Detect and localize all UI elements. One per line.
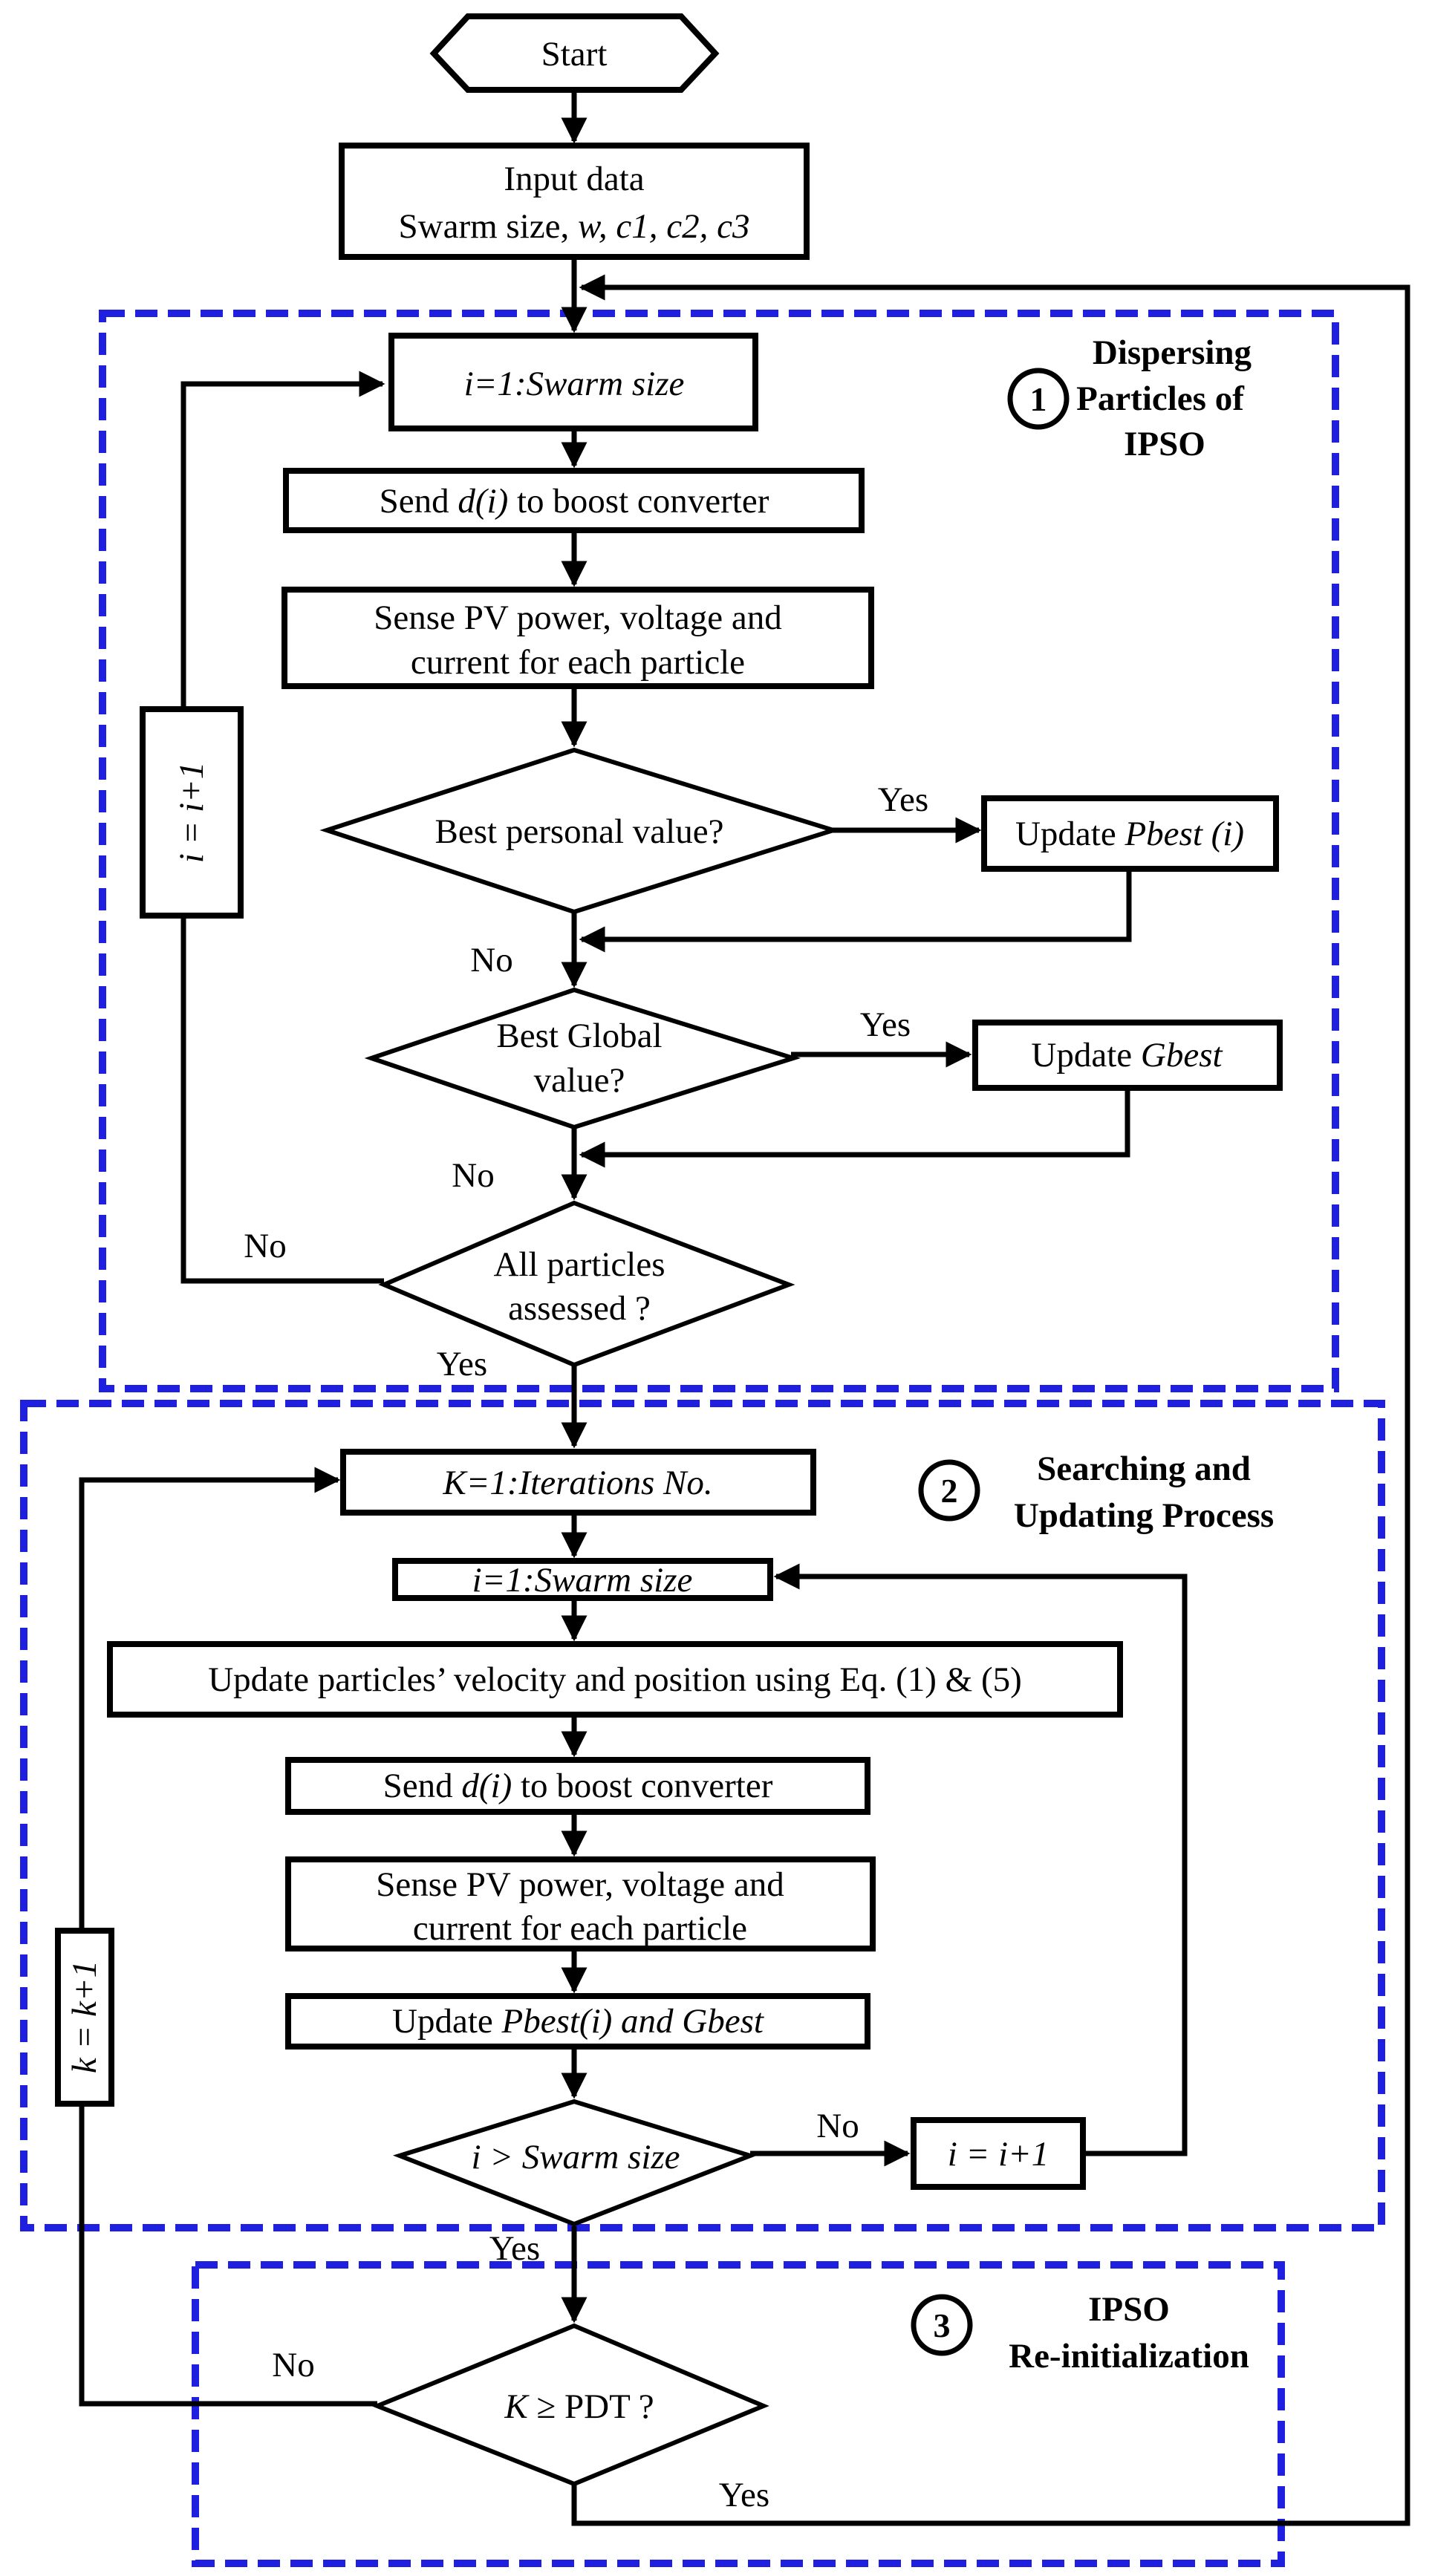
sense2-line2: current for each particle: [413, 1909, 747, 1948]
loop2-init-box: i=1:Swarm size: [392, 1558, 773, 1601]
loop1-init-box: i=1:Swarm size: [388, 333, 758, 431]
label-swarm-no: No: [816, 2107, 859, 2145]
increment-i-box: i = i+1: [140, 706, 244, 919]
decision-pdt-label: K ≥ PDT ?: [504, 2387, 654, 2426]
start-terminal: Start: [429, 13, 720, 93]
increment-k-label: k = k+1: [65, 1960, 104, 2073]
update-pbest-label: Update Pbest (i): [1015, 815, 1244, 853]
region-3-title-line1: IPSO: [1088, 2290, 1170, 2329]
sense1-line2: current for each particle: [411, 643, 745, 682]
decision-personal: Best personal value?: [319, 747, 842, 915]
increment-i2-label: i = i+1: [948, 2135, 1049, 2174]
edge-all-no: [180, 917, 384, 1284]
region-1-number-circle: [1007, 368, 1070, 430]
label-personal-yes: Yes: [878, 780, 928, 819]
update-gbest-label: Update Gbest: [1031, 1036, 1223, 1075]
region-3-number-circle: [911, 2294, 973, 2356]
update-pbest-box: Update Pbest (i): [981, 795, 1279, 872]
start-label: Start: [541, 35, 608, 74]
sense2-line1: Sense PV power, voltage and: [376, 1865, 784, 1904]
input-data-line2: Swarm size, w, c1, c2, c3: [399, 207, 750, 246]
update-velocity-box: Update particles’ velocity and position …: [107, 1641, 1123, 1718]
region-2-number-circle: [918, 1459, 980, 1522]
sense2-box: Sense PV power, voltage and current for …: [285, 1856, 876, 1951]
region-3-border: [192, 2261, 1285, 2567]
update-gbest-box: Update Gbest: [972, 1020, 1283, 1091]
sense1-line1: Sense PV power, voltage and: [374, 599, 781, 637]
region-2-title-line2: Updating Process: [1014, 1496, 1274, 1535]
update-velocity-label: Update particles’ velocity and position …: [208, 1660, 1022, 1699]
decision-pdt: K ≥ PDT ?: [371, 2323, 769, 2487]
decision-all-line1: All particles: [493, 1245, 665, 1284]
send1-label: Send d(i) to boost converter: [380, 482, 769, 521]
label-pdt-yes: Yes: [719, 2476, 769, 2514]
edge-increment2-loop2: [773, 1563, 1188, 2156]
update-both-box: Update Pbest(i) and Gbest: [285, 1993, 870, 2050]
region-1-title-line2: Particles of: [1076, 379, 1245, 418]
region-1-number: 1: [1030, 380, 1047, 418]
region-3-title: 3 IPSO Re-initialization: [911, 2290, 1249, 2376]
send1-box: Send d(i) to boost converter: [283, 468, 865, 533]
region-3-number: 3: [934, 2306, 951, 2344]
decision-global-line2: value?: [534, 1061, 625, 1100]
label-all-no: No: [244, 1227, 286, 1265]
region-1-title: 1 Dispersing Particles of IPSO: [1007, 333, 1252, 463]
edge-pbest-return: [579, 869, 1132, 953]
region-2-title-line1: Searching and: [1037, 1450, 1251, 1488]
loop2-init-label: i=1:Swarm size: [472, 1561, 693, 1600]
decision-global: Best Global value?: [364, 987, 801, 1130]
region-3-title-line2: Re-initialization: [1009, 2337, 1249, 2376]
region-1-title-line3: IPSO: [1124, 425, 1205, 463]
decision-all: All particles assessed ?: [378, 1200, 795, 1368]
region-1-border: [99, 310, 1339, 1392]
label-swarm-yes: Yes: [489, 2229, 540, 2268]
edge-pdt-no: [79, 2106, 377, 2407]
edge-gbest-return: [579, 1088, 1130, 1168]
region-1-title-line1: Dispersing: [1093, 333, 1252, 372]
region-2-border: [20, 1400, 1385, 2231]
increment-i2-box: i = i+1: [911, 2117, 1086, 2190]
label-all-yes: Yes: [437, 1345, 487, 1383]
increment-i-label: i = i+1: [172, 762, 211, 864]
iteration-init-box: K=1:Iterations No.: [340, 1449, 816, 1516]
input-data-line1: Input data: [504, 160, 644, 198]
decision-swarm: i > Swarm size: [392, 2099, 758, 2227]
send2-box: Send d(i) to boost converter: [285, 1757, 870, 1815]
label-personal-no: No: [470, 941, 512, 979]
region-2-title: 2 Searching and Updating Process: [918, 1450, 1274, 1535]
edge-pdt-yes: [571, 274, 1410, 2526]
decision-swarm-label: i > Swarm size: [471, 2138, 680, 2176]
increment-k-box: k = k+1: [55, 1928, 114, 2107]
send2-label: Send d(i) to boost converter: [383, 1767, 773, 1805]
iteration-init-label: K=1:Iterations No.: [442, 1464, 712, 1502]
region-2-number: 2: [941, 1472, 958, 1510]
label-global-yes: Yes: [860, 1005, 911, 1044]
edge-increment-loop1: [180, 371, 385, 708]
decision-personal-label: Best personal value?: [435, 812, 724, 851]
edge-incrementk-iter: [79, 1467, 341, 1929]
decision-global-line1: Best Global: [496, 1017, 662, 1055]
input-data-box: Input data Swarm size, w, c1, c2, c3: [339, 143, 810, 260]
decision-all-line2: assessed ?: [508, 1289, 651, 1328]
loop1-init-label: i=1:Swarm size: [464, 365, 685, 403]
label-global-no: No: [452, 1156, 494, 1195]
sense1-box: Sense PV power, voltage and current for …: [281, 587, 874, 689]
update-both-label: Update Pbest(i) and Gbest: [392, 2002, 764, 2041]
label-pdt-no: No: [272, 2346, 314, 2384]
